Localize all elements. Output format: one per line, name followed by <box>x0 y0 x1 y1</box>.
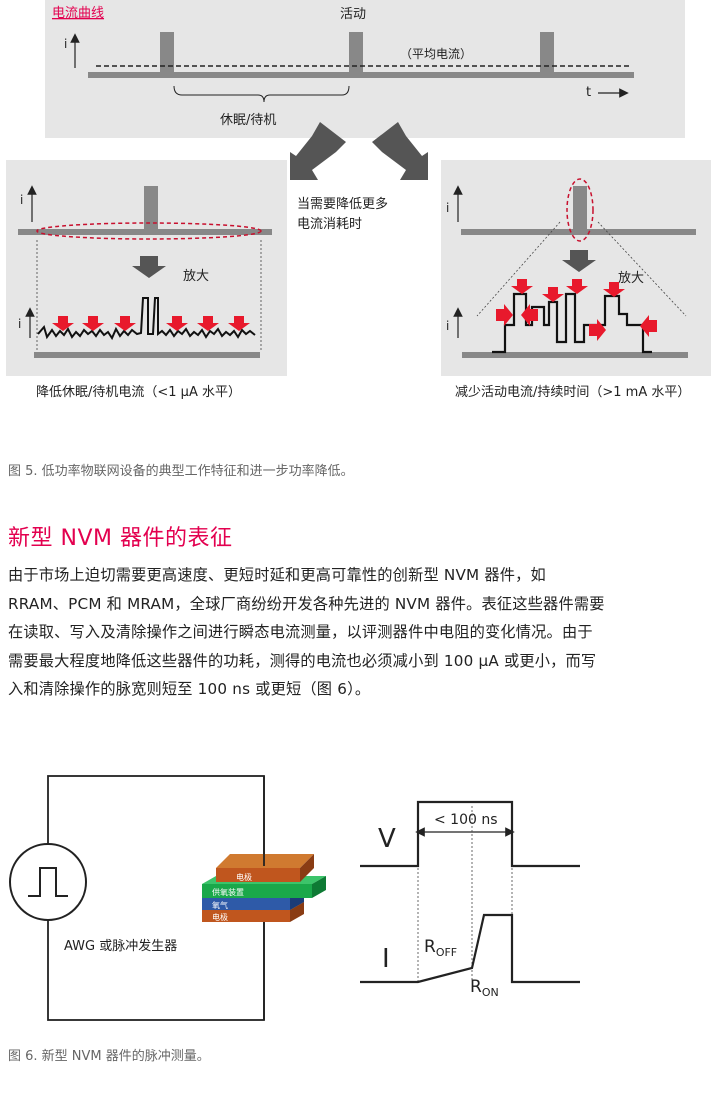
r-on-label: RON <box>470 977 499 999</box>
section-title: 新型 NVM 器件的表征 <box>8 526 233 551</box>
pulse-symbol <box>28 867 68 897</box>
oxygen-supply-layer <box>202 884 312 898</box>
i-axis-label: i <box>18 317 21 331</box>
i-axis-label: i <box>20 193 23 207</box>
current-profile-panel <box>45 0 685 138</box>
red-arrow-right-icon <box>496 304 513 326</box>
paragraph-line: 由于市场上迫切需要更高速度、更短时延和更高可靠性的创新型 NVM 器件，如 <box>8 566 546 584</box>
center-note-line2: 电流消耗时 <box>297 217 362 232</box>
baseline-trace <box>18 229 272 235</box>
voltage-pulse <box>360 800 580 868</box>
guide-line <box>476 221 561 317</box>
current-profile-title[interactable]: 电流曲线 <box>52 6 104 21</box>
i-axis-label: I <box>382 944 390 974</box>
electrode-top-label: 电极 <box>236 872 252 882</box>
pulse-width-label-bg <box>430 810 502 828</box>
red-arrow-down-icon <box>542 287 564 302</box>
right-panel-caption: 减少活动电流/持续时间（>1 mA 水平） <box>455 385 690 400</box>
figure-5-caption: 图 5. 低功率物联网设备的典型工作特征和进一步功率降低。 <box>8 464 354 479</box>
red-arrow-right-icon <box>589 319 606 341</box>
figure-5: 电流曲线 活动 i （平均电流） 休眠/待机 t 当需要降低更多 电流消耗时 i… <box>6 0 711 400</box>
red-arrow-down-icon <box>114 316 136 331</box>
red-arrow-down-icon <box>197 316 219 331</box>
active-pulse <box>144 186 158 231</box>
red-arrow-down-icon <box>603 282 625 297</box>
left-panel-caption: 降低休眠/待机电流（<1 μA 水平） <box>36 385 241 400</box>
highlight-ellipse <box>566 178 594 242</box>
reduction-arrows <box>52 316 250 331</box>
oxygen-supply-label: 供氧装置 <box>212 887 244 897</box>
zoom-arrow-icon <box>562 250 596 272</box>
baseline-trace <box>462 352 688 358</box>
figure-6: AWG 或脉冲发生器 电极 供氧装置 氧气 电极 V < 100 ns I RO… <box>9 775 580 1021</box>
pulse-generator-icon <box>9 843 87 921</box>
oxygen-layer <box>202 898 290 910</box>
noise-trace <box>37 297 256 341</box>
active-current-trace <box>492 292 652 354</box>
average-current-label: （平均电流） <box>400 47 472 61</box>
i-axis-label: i <box>446 319 449 333</box>
active-pulse <box>573 186 587 231</box>
red-arrow-down-icon <box>82 316 104 331</box>
arrow-down-left-icon <box>290 122 346 180</box>
zoom-label: 放大 <box>618 271 644 286</box>
i-axis-label: i <box>64 37 67 51</box>
current-response <box>360 913 580 984</box>
center-note-line1: 当需要降低更多 <box>297 196 388 212</box>
active-label: 活动 <box>340 7 366 22</box>
figure-6-caption: 图 6. 新型 NVM 器件的脉冲测量。 <box>8 1049 210 1064</box>
zoom-label: 放大 <box>183 269 209 284</box>
paragraph-line: RRAM、PCM 和 MRAM，全球厂商纷纷开发各种先进的 NVM 器件。表征这… <box>8 594 605 613</box>
electrode-bottom-layer <box>202 910 290 922</box>
baseline-trace <box>88 72 634 78</box>
sleep-label: 休眠/待机 <box>220 113 276 128</box>
red-arrow-down-icon <box>166 316 188 331</box>
red-arrow-left-icon <box>521 304 538 326</box>
awg-label: AWG 或脉冲发生器 <box>64 938 177 954</box>
reduction-arrows <box>496 279 657 341</box>
oxygen-label: 氧气 <box>212 900 228 910</box>
nvm-device-stack <box>202 854 326 922</box>
red-arrow-down-icon <box>228 316 250 331</box>
red-arrow-down-icon <box>511 279 533 294</box>
electrode-bottom-label: 电极 <box>212 912 228 922</box>
red-arrow-down-icon <box>566 279 588 294</box>
zoom-arrow-icon <box>132 256 166 278</box>
paragraph-line: 入和清除操作的脉宽则短至 100 ns 或更短（图 6）。 <box>8 680 371 698</box>
active-pulse <box>160 32 174 74</box>
paragraph-line: 在读取、写入及清除操作之间进行瞬态电流测量，以评测器件中电阻的变化情况。由于 <box>8 623 593 641</box>
active-pulse <box>540 32 554 74</box>
t-axis-label: t <box>586 85 591 100</box>
pulse-width-label: < 100 ns <box>434 812 498 828</box>
r-off-label: ROFF <box>424 937 457 959</box>
highlight-ellipse <box>36 222 262 240</box>
sleep-brace <box>173 85 350 103</box>
baseline-trace <box>34 352 260 358</box>
active-pulse <box>349 32 363 74</box>
paragraph-line: 需要最大程度地降低这些器件的功耗，测得的电流也必须减小到 100 μA 或更小，… <box>8 651 597 670</box>
i-axis-label: i <box>446 201 449 215</box>
red-arrow-down-icon <box>52 316 74 331</box>
baseline-trace <box>461 229 696 235</box>
body-paragraph: 由于市场上迫切需要更高速度、更短时延和更高可靠性的创新型 NVM 器件，如 RR… <box>8 561 714 704</box>
electrode-top-layer <box>216 868 300 882</box>
guide-line <box>597 221 687 317</box>
arrow-down-right-icon <box>372 122 428 180</box>
red-arrow-left-icon <box>640 315 657 337</box>
v-axis-label: V <box>378 824 396 854</box>
